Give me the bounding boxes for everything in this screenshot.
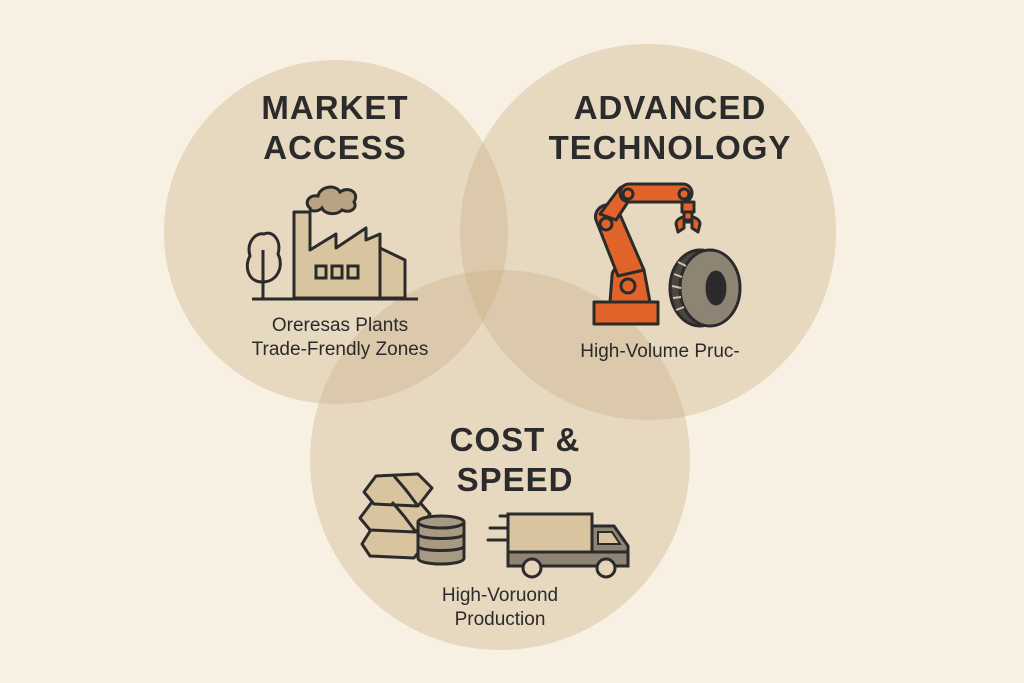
caption-line: Production (454, 609, 546, 630)
caption-line: High-Volume Pruc- (580, 341, 740, 362)
title-line: ACCESS (263, 129, 407, 166)
circle-market-access (164, 60, 508, 404)
title-line: ADVANCED (573, 89, 767, 126)
factory-icon (245, 185, 418, 301)
title-line: SPEED (456, 461, 574, 498)
tire-icon (668, 248, 742, 328)
cost-speed-caption: High-Voruond Production (400, 584, 600, 632)
market-access-title: MARKET ACCESS (220, 88, 450, 168)
tree-icon (245, 231, 282, 298)
delivery-truck-icon (486, 512, 630, 579)
title-line: COST & (449, 421, 581, 458)
market-access-caption: Oreresas Plants Trade-Frendly Zones (230, 314, 450, 362)
robot-arm-icon (592, 182, 742, 328)
raw-materials-icon (358, 472, 466, 566)
circle-advanced-technology (460, 44, 836, 420)
title-line: TECHNOLOGY (548, 129, 792, 166)
caption-line: High-Voruond (441, 585, 559, 606)
advanced-technology-title: ADVANCED TECHNOLOGY (535, 88, 805, 168)
title-line: MARKET (261, 89, 409, 126)
advanced-technology-caption: High-Volume Pruc- (560, 340, 760, 364)
cost-speed-title: COST & SPEED (430, 420, 600, 500)
caption-line: Trade-Frendly Zones (251, 339, 429, 360)
caption-line: Oreresas Plants (271, 315, 409, 336)
